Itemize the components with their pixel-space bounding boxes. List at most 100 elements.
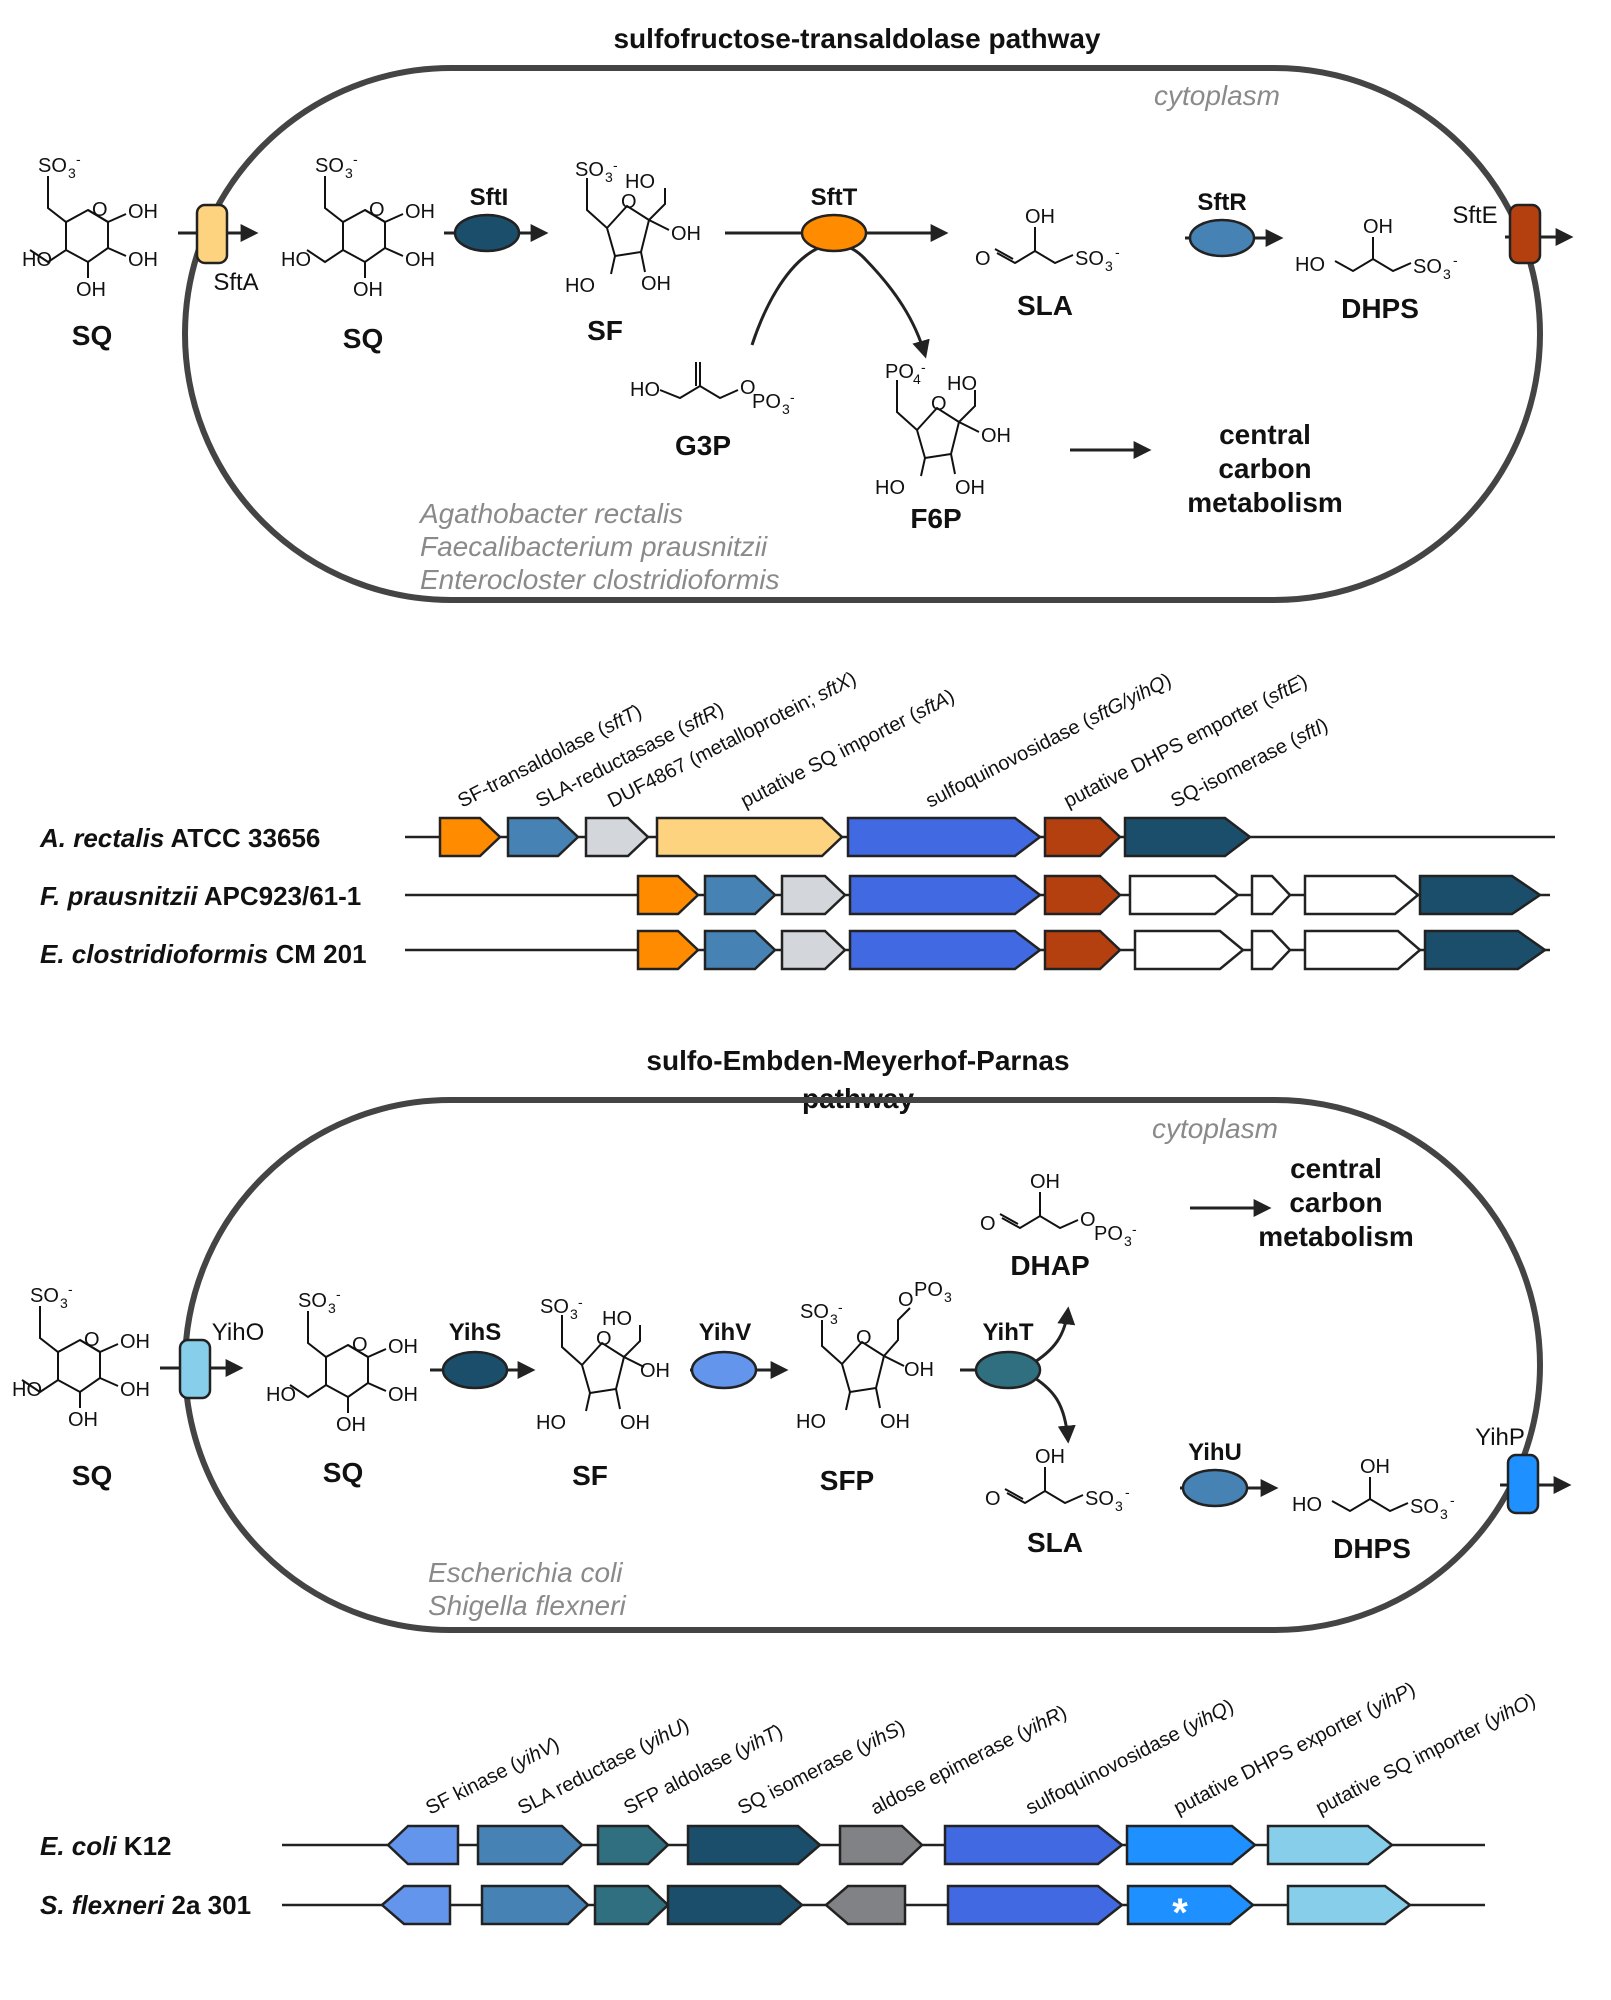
panel1-organism-1: Agathobacter rectalis [418,498,683,529]
svg-text:-: - [1115,244,1120,260]
svg-text:HO: HO [1292,1494,1322,1516]
svg-text:OH: OH [671,223,701,245]
panel1-gene-labels: SF-transaldolase (sftT) SLA-reductasase … [454,668,1331,813]
panel2-sf-structure: SO 3 - O HO OH HO OH [536,1294,670,1434]
svg-text:-: - [1125,1484,1130,1500]
svg-text:3: 3 [830,1311,838,1327]
panel1-central-2: carbon [1218,453,1311,484]
svg-text:OH: OH [388,1336,418,1358]
panel1-sq-in-structure: SO 3 - OH OH HO OH O [281,151,435,301]
svg-text:O: O [931,393,947,415]
panel2-sfp-label: SFP [820,1465,874,1496]
panel1-central-1: central [1219,419,1311,450]
svg-text:-: - [838,1299,843,1315]
svg-text:3: 3 [328,1300,336,1316]
panel2-organism-2: Shigella flexneri [428,1590,626,1621]
panel2-central-3: metabolism [1258,1221,1414,1252]
svg-text:-: - [1453,252,1458,268]
panel2-yihs-label: YihS [449,1319,501,1346]
panel1-cytoplasm-label: cytoplasm [1154,80,1280,111]
panel1-g3p-label: G3P [675,430,731,461]
panel2-yihu-enzyme [1181,1468,1249,1508]
svg-text:-: - [790,389,795,405]
panel2-yihs-enzyme [441,1350,509,1390]
svg-text:OH: OH [388,1384,418,1406]
panel2-yiho-transporter [178,1338,212,1400]
svg-text:OH: OH [120,1331,150,1353]
panel1-dhps-structure: HO OH SO 3 - [1295,216,1458,282]
panel2-yiht-enzyme [974,1350,1042,1390]
svg-text:O: O [596,1328,612,1350]
svg-text:3: 3 [944,1289,952,1305]
panel2-strain-2: S. flexneri 2a 301 [40,1890,251,1920]
panel2-yihp-label: YihP [1475,1424,1525,1451]
panel1-sfti-enzyme [453,213,521,253]
panel2-yiht-label: YihT [982,1319,1033,1346]
svg-text:HO: HO [602,1308,632,1330]
svg-text:HO: HO [266,1384,296,1406]
panel1-organism-3: Enterocloster clostridioformis [420,564,779,595]
panel1-title: sulfofructose-transaldolase pathway [613,23,1100,54]
svg-text:OH: OH [904,1359,934,1381]
panel1-sftr-label: SftR [1197,189,1246,216]
panel1-sf-structure: SO 3 - O HO OH HO OH [565,157,701,297]
svg-text:O: O [621,191,637,213]
svg-text:3: 3 [1115,1498,1123,1514]
svg-text:OH: OH [1025,206,1055,228]
panel2-dhap-label: DHAP [1010,1250,1089,1281]
svg-text:3: 3 [1124,1233,1132,1249]
panel1-sfta-label: SftA [213,269,258,296]
svg-text:OH: OH [981,425,1011,447]
panel2-central-1: central [1290,1153,1382,1184]
svg-text:SO: SO [1085,1488,1114,1510]
svg-text:SO: SO [540,1296,569,1318]
gene-label-yihp: putative DHPS exporter (yihP) [1170,1678,1419,1819]
svg-text:O: O [856,1327,872,1349]
svg-text:SO: SO [575,159,604,181]
panel2-yiho-label: YihO [212,1319,264,1346]
svg-text:SO: SO [315,155,344,177]
panel2-dhps-label: DHPS [1333,1533,1411,1564]
panel1-dhps-label: DHPS [1341,293,1419,324]
panel1-sftt-label: SftT [811,184,858,211]
panel2-title-1: sulfo-Embden-Meyerhof-Parnas [646,1045,1069,1076]
panel1-sfte-label: SftE [1452,202,1497,229]
svg-text:-: - [1450,1492,1455,1508]
svg-text:PO: PO [1094,1223,1123,1245]
panel2-yihv-enzyme [690,1350,758,1390]
svg-text:3: 3 [345,165,353,181]
svg-text:4: 4 [913,371,921,387]
panel1-sq-in-label: SQ [343,323,383,354]
svg-text:-: - [353,151,358,167]
svg-text:OH: OH [76,279,106,301]
svg-text:OH: OH [68,1409,98,1431]
svg-text:OH: OH [336,1414,366,1436]
svg-text:OH: OH [640,1360,670,1382]
svg-text:OH: OH [641,273,671,295]
svg-text:OH: OH [1360,1456,1390,1478]
svg-text:HO: HO [630,379,660,401]
panel2-dhap-structure: O OH O PO 3 - [980,1171,1137,1249]
panel2-strain-1: E. coli K12 [40,1831,172,1861]
svg-text:3: 3 [1105,258,1113,274]
svg-text:HO: HO [875,477,905,499]
svg-text:OH: OH [1363,216,1393,238]
svg-text:SO: SO [38,155,67,177]
svg-text:SO: SO [800,1301,829,1323]
svg-text:O: O [84,1329,100,1351]
panel2-sq-out-label: SQ [72,1460,112,1491]
panel1-central-3: metabolism [1187,487,1343,518]
svg-text:SO: SO [1410,1496,1439,1518]
panel2-yihu-label: YihU [1188,1439,1242,1466]
panel2-yihv-label: YihV [699,1319,751,1346]
panel2-mutation-star: * [1172,1891,1188,1935]
panel1-sla-structure: O OH SO 3 - [975,206,1120,274]
svg-text:OH: OH [405,249,435,271]
panel2-sla-structure: O OH SO 3 - [985,1446,1130,1514]
svg-text:O: O [985,1488,1001,1510]
svg-text:OH: OH [955,477,985,499]
svg-text:-: - [921,359,926,375]
panel2-sfp-structure: SO 3 - O O PO 3 OH HO OH [796,1279,952,1433]
